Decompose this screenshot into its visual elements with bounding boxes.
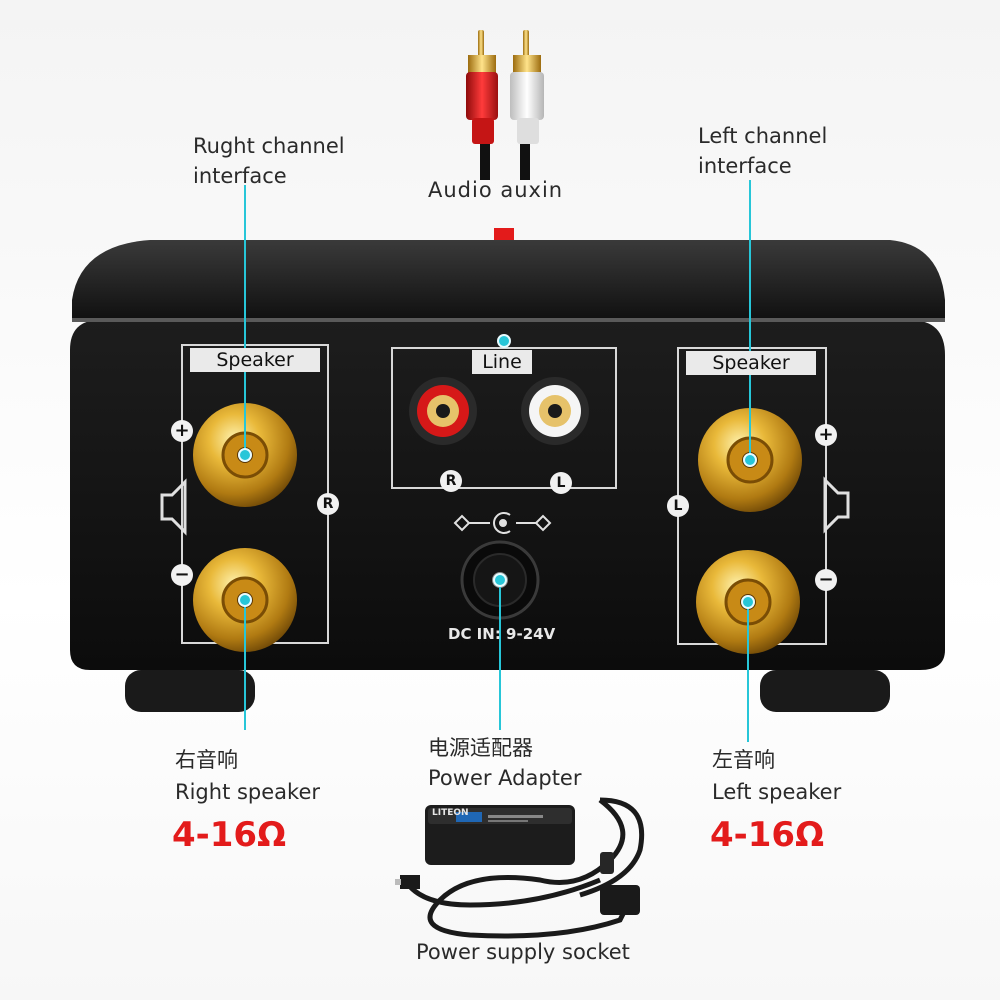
left-speaker-label: 左音响 Left speaker xyxy=(712,745,841,807)
audio-auxin-label: Audio auxin xyxy=(428,178,564,202)
right-interface-dot xyxy=(238,448,252,462)
line-title: Line xyxy=(472,350,532,374)
left-speaker-dot xyxy=(741,595,755,609)
power-adapter-label: 电源适配器 Power Adapter xyxy=(428,733,581,793)
right-channel-interface-label: Rught channel interface xyxy=(193,131,345,191)
dc-dot xyxy=(493,573,507,587)
left-interface-line2: interface xyxy=(698,154,792,178)
power-adapter-cn: 电源适配器 xyxy=(428,736,533,760)
right-interface-pointer xyxy=(244,185,246,455)
right-speaker-en: Right speaker xyxy=(175,780,321,804)
right-plus-badge: + xyxy=(171,420,193,442)
left-speaker-cn: 左音响 xyxy=(712,748,775,772)
adapter-brand-label: LITEON xyxy=(432,808,469,818)
power-supply-socket-label: Power supply socket xyxy=(416,940,630,964)
left-interface-line1: Left channel xyxy=(698,124,828,148)
speaker-right-title: Speaker xyxy=(190,348,320,372)
right-channel-badge: R xyxy=(317,493,339,515)
power-adapter-illustration xyxy=(395,797,645,939)
left-interface-dot xyxy=(743,453,757,467)
right-impedance: 4-16Ω xyxy=(172,815,286,855)
line-dot xyxy=(497,334,511,348)
left-interface-pointer xyxy=(749,180,751,460)
right-speaker-dot xyxy=(238,593,252,607)
speaker-left-title: Speaker xyxy=(686,351,816,375)
right-speaker-cn: 右音响 xyxy=(175,748,238,772)
right-minus-badge: − xyxy=(171,564,193,586)
right-interface-line1: Rught channel xyxy=(193,134,345,158)
left-minus-badge: − xyxy=(815,569,837,591)
left-channel-badge: L xyxy=(667,495,689,517)
rca-r-badge: R xyxy=(440,470,462,492)
dc-in-label: DC IN: 9-24V xyxy=(448,625,556,643)
left-plus-badge: + xyxy=(815,424,837,446)
right-speaker-pointer xyxy=(244,600,246,730)
right-interface-line2: interface xyxy=(193,164,287,188)
right-speaker-label: 右音响 Right speaker xyxy=(175,745,320,807)
amplifier-device xyxy=(70,240,945,712)
left-speaker-pointer xyxy=(747,602,749,742)
left-channel-interface-label: Left channel interface xyxy=(698,121,827,181)
power-adapter-en: Power Adapter xyxy=(428,766,582,790)
left-impedance: 4-16Ω xyxy=(710,815,824,855)
dc-pointer xyxy=(499,580,501,730)
left-speaker-en: Left speaker xyxy=(712,780,842,804)
rca-l-badge: L xyxy=(550,472,572,494)
rca-cable xyxy=(466,30,544,180)
